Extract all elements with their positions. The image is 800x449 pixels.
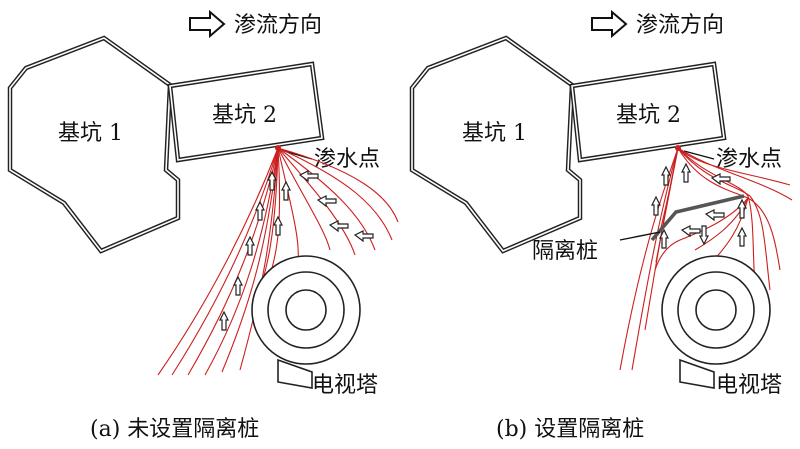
panel-b: 渗流方向 基坑 1 基坑 2 渗水点 [409,9,793,442]
caption-b: (b) 设置隔离桩 [496,417,644,442]
pit-2-label: 基坑 2 [212,103,277,128]
seepage-point-label: 渗水点 [716,147,782,172]
tv-tower-b [661,255,771,389]
isolation-pile [650,194,745,242]
pit-1-label: 基坑 1 [58,121,123,146]
isolation-pile-leader [619,231,661,241]
flow-direction-arrow-icon [189,9,226,39]
seepage-point-label: 渗水点 [314,147,380,172]
tv-tower-label: 电视塔 [312,373,378,398]
caption-a: (a) 未设置隔离桩 [90,417,259,442]
pit-2-label: 基坑 2 [616,103,681,128]
isolation-pile-label: 隔离桩 [532,239,598,264]
flow-arrows-b [651,162,747,249]
flow-direction-label: 渗流方向 [234,13,322,38]
panel-a: 渗流方向 基坑 1 基坑 2 渗水点 [7,9,399,442]
pit-1 [409,35,583,254]
streamlines-b [619,147,793,371]
pit-2 [569,61,727,163]
seepage-point-leader [683,150,715,160]
tv-tower-label: 电视塔 [716,373,782,398]
flow-direction-label: 渗流方向 [636,13,724,38]
pit-1-label: 基坑 1 [462,121,527,146]
pit-1 [7,35,181,254]
tv-tower-a [251,255,361,389]
flow-direction-arrow-icon [591,9,628,39]
pit-2 [167,61,325,163]
flow-arrows-a [219,170,374,331]
